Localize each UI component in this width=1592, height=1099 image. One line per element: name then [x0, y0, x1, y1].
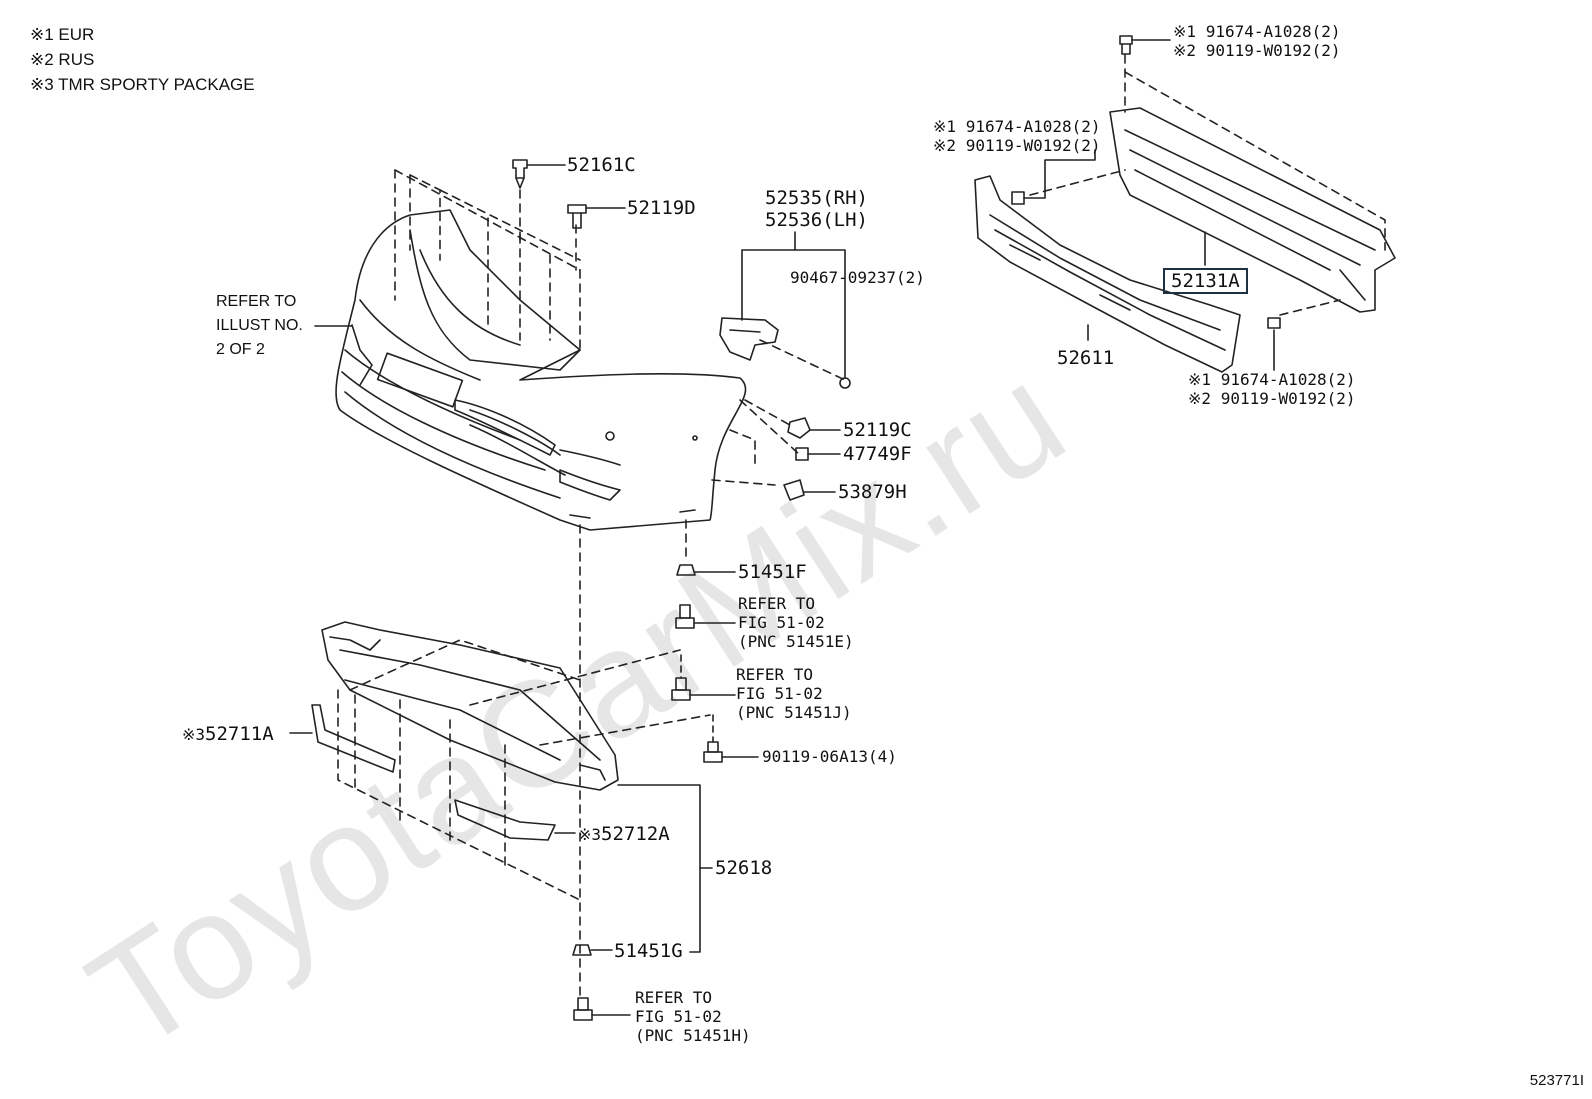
cover-mount-lines: [394, 169, 801, 1001]
label-90119-06A13: 90119-06A13(4): [762, 747, 897, 766]
bumper-cover: [335, 209, 747, 531]
absorber-52611: [974, 175, 1241, 373]
left-bolt-mark1: ※1: [933, 117, 957, 136]
bolt-90119-06A13: [703, 714, 723, 763]
left-bolt-line2: ※2 90119-W0192(2): [933, 136, 1101, 155]
bottom-bolt-mark2: ※2: [1188, 389, 1212, 408]
clip-47749F: [795, 447, 809, 461]
top-bolt-line2: ※2 90119-W0192(2): [1173, 41, 1341, 60]
refer-51451E-line1: REFER TO: [738, 594, 816, 613]
refer-51451J-line1: REFER TO: [736, 665, 814, 684]
clip-51451G: [572, 944, 592, 956]
refer-51451J-line3: (PNC 51451J): [736, 703, 852, 722]
figure-number: 523771I: [1529, 1072, 1584, 1089]
label-51451G: 51451G: [614, 940, 683, 962]
clip-52119C: [787, 417, 811, 439]
label-52712A-group: ※352712A: [578, 824, 670, 844]
legend-note-1: ※1 EUR: [30, 25, 95, 44]
garnish-52711A: [311, 704, 396, 773]
label-52712A: 52712A: [601, 823, 670, 845]
bolt-bottom: [1267, 317, 1281, 329]
left-bolt-line1: ※1 91674-A1028(2): [933, 117, 1101, 136]
refer-51451H-line3: (PNC 51451H): [635, 1026, 751, 1045]
refer-51451J-line2: FIG 51-02: [736, 684, 823, 703]
label-52711A-group: ※352711A: [182, 724, 274, 744]
left-bolt-mark2: ※2: [933, 136, 957, 155]
refer-51451E-line2: FIG 51-02: [738, 613, 825, 632]
leader-lines: [289, 39, 1275, 1016]
refer-illust-line3: 2 OF 2: [216, 341, 265, 358]
bottom-bolt-part2: 90119-W0192(2): [1220, 389, 1356, 408]
bottom-bolt-line2: ※2 90119-W0192(2): [1188, 389, 1356, 408]
clip-53879H: [783, 479, 805, 501]
label-52535: 52535(RH): [765, 187, 868, 209]
top-bolt-line1: ※1 91674-A1028(2): [1173, 22, 1341, 41]
label-52536: 52536(LH): [765, 209, 868, 231]
legend: ※1 EUR ※2 RUS ※3 TMR SPORTY PACKAGE: [30, 22, 255, 97]
bottom-bolt-callout: ※1 91674-A1028(2)※2 90119-W0192(2): [1188, 370, 1356, 408]
left-bolt-part1: 91674-A1028(2): [965, 117, 1101, 136]
reinforcement-lines: [1029, 54, 1386, 316]
legend-note-2: ※2 RUS: [30, 50, 95, 69]
label-52119C: 52119C: [843, 419, 912, 441]
top-bolt-part1: 91674-A1028(2): [1205, 22, 1341, 41]
refer-illust-line2: ILLUST NO.: [216, 317, 303, 334]
label-52611: 52611: [1057, 347, 1115, 369]
label-52161C: 52161C: [567, 154, 636, 176]
label-52618: 52618: [715, 857, 773, 879]
refer-illust-note: REFER TO ILLUST NO. 2 OF 2: [216, 290, 303, 362]
label-90467: 90467-09237(2): [790, 268, 925, 287]
clip-51451F: [676, 564, 696, 576]
left-bolt-callout: ※1 91674-A1028(2)※2 90119-W0192(2): [933, 117, 1101, 155]
left-bolt-part2: 90119-W0192(2): [965, 136, 1101, 155]
under-cover-lines: [337, 639, 711, 901]
label-52711A: 52711A: [205, 723, 274, 745]
bolt-51451H: [573, 997, 593, 1021]
top-bolt-callout: ※1 91674-A1028(2)※2 90119-W0192(2): [1173, 22, 1341, 60]
bottom-bolt-part1: 91674-A1028(2): [1220, 370, 1356, 389]
bolt-51451E: [675, 604, 695, 629]
fastener-52161C: [512, 159, 528, 189]
top-bolt-mark2: ※2: [1173, 41, 1197, 60]
bolt-top: [1119, 35, 1133, 55]
fastener-52119D: [567, 204, 587, 229]
label-47749F: 47749F: [843, 443, 912, 465]
label-53879H: 53879H: [838, 481, 907, 503]
bottom-bolt-line1: ※1 91674-A1028(2): [1188, 370, 1356, 389]
top-bolt-mark1: ※1: [1173, 22, 1197, 41]
label-51451F: 51451F: [738, 561, 807, 583]
refer-51451E-line3: (PNC 51451E): [738, 632, 854, 651]
reinforcement-52131A: [1109, 107, 1396, 313]
refer-51451H-line1: REFER TO: [635, 988, 713, 1007]
bolt-51451J: [671, 654, 691, 701]
label-52131A-highlighted[interactable]: 52131A: [1163, 268, 1248, 294]
garnish-52712A: [454, 799, 556, 841]
refer-51451H-line2: FIG 51-02: [635, 1007, 722, 1026]
legend-note-3: ※3 TMR SPORTY PACKAGE: [30, 75, 255, 94]
refer-illust-line1: REFER TO: [216, 293, 297, 310]
label-52711A-mark: ※3: [182, 725, 206, 744]
label-52119D: 52119D: [627, 197, 696, 219]
under-cover-52618: [321, 621, 619, 791]
label-52712A-mark: ※3: [578, 825, 602, 844]
bottom-bolt-mark1: ※1: [1188, 370, 1212, 389]
bolt-left: [1011, 191, 1025, 205]
top-bolt-part2: 90119-W0192(2): [1205, 41, 1341, 60]
